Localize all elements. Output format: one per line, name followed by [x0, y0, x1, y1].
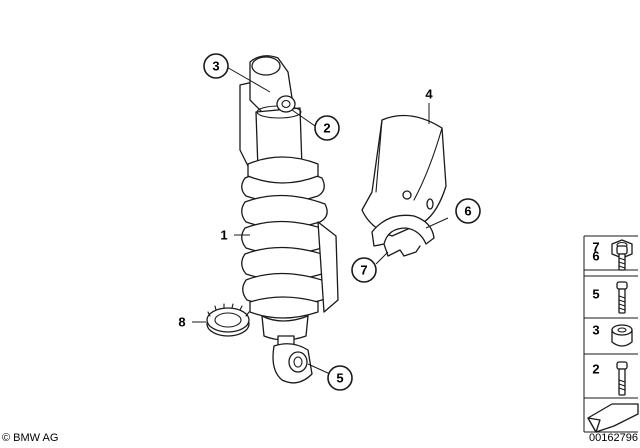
copyright-text: © BMW AG [2, 432, 58, 444]
svg-text:3: 3 [592, 323, 599, 338]
image-number: 00162796 [589, 432, 638, 444]
splash-guard[interactable] [361, 114, 447, 257]
svg-text:4: 4 [425, 87, 433, 102]
svg-text:5: 5 [592, 287, 599, 302]
svg-text:1: 1 [220, 228, 227, 243]
svg-text:6: 6 [464, 204, 471, 219]
svg-text:7: 7 [360, 263, 367, 278]
spacer-icon [611, 324, 633, 347]
svg-text:7: 7 [592, 240, 599, 255]
callout-3[interactable]: 3 [203, 53, 229, 79]
callout-2[interactable]: 2 [314, 115, 340, 141]
shock-absorber[interactable] [239, 55, 339, 384]
legend-row-3[interactable]: 3 [584, 323, 638, 355]
legend-row-5[interactable]: 5 [584, 281, 638, 319]
lock-ring[interactable] [206, 303, 250, 337]
arrow-icon [587, 403, 639, 433]
leader-lines [192, 65, 449, 375]
svg-text:5: 5 [336, 371, 343, 386]
bolt-icon [616, 281, 628, 314]
legend-row-6[interactable]: 6 [584, 245, 638, 277]
callout-4[interactable]: 4 [425, 87, 433, 102]
svg-text:2: 2 [323, 121, 330, 136]
svg-text:6: 6 [592, 249, 599, 264]
callout-7[interactable]: 7 [351, 257, 377, 283]
callout-6[interactable]: 6 [455, 198, 481, 224]
svg-text:3: 3 [212, 59, 219, 74]
svg-text:8: 8 [178, 315, 185, 330]
spacer-top[interactable] [276, 95, 296, 113]
long-bolt-icon [616, 361, 628, 396]
svg-text:2: 2 [592, 362, 599, 377]
callout-5[interactable]: 5 [327, 365, 353, 391]
callout-1[interactable]: 1 [220, 228, 227, 243]
hex-bolt-icon [616, 245, 628, 271]
legend-row-2[interactable]: 2 [584, 361, 638, 399]
callout-8[interactable]: 8 [178, 315, 185, 330]
